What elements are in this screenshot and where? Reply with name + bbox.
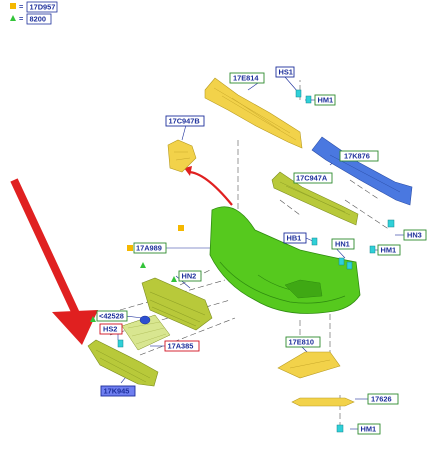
part-label: <42528 (99, 312, 124, 321)
part-label-box (331, 238, 355, 250)
legend-code: 17D957 (30, 3, 56, 12)
part-label: 17626 (371, 395, 392, 404)
bumper-cover-part (209, 206, 361, 314)
part-label: 17A385 (168, 342, 194, 351)
legend: = 17D957 = 8200 (10, 1, 58, 25)
reinforcement-beam-part (311, 136, 413, 206)
clip-icon (305, 95, 312, 104)
clip-icon (311, 237, 318, 246)
emblem-part (139, 315, 151, 325)
part-label-box (133, 242, 167, 254)
lower-grille-part (87, 339, 159, 387)
part-labels: 17E814 HS1 HM1 17C947B 17K876 17C947A HN… (96, 66, 427, 435)
part-label-box (178, 270, 202, 282)
part-label-box-highlighted (100, 385, 136, 397)
upper-grille-part (141, 277, 213, 331)
part-label: 17K876 (344, 152, 370, 161)
clip-icon (369, 245, 376, 254)
part-label: 17C947A (296, 174, 328, 183)
grille-mesh-part (121, 314, 171, 351)
square-marker-icon (127, 245, 133, 251)
clip-icon (117, 339, 124, 348)
clip-icon (387, 219, 395, 228)
fog-lamp-bezel-part (277, 351, 341, 379)
part-label-box (283, 232, 307, 244)
legend-triangle-marker (10, 15, 16, 21)
part-label: HM1 (361, 425, 377, 434)
triangle-marker-icon (140, 262, 146, 268)
legend-code: 8200 (30, 15, 46, 24)
part-label-box (357, 423, 381, 435)
legend-square-marker (10, 3, 16, 9)
part-label: HS2 (103, 325, 117, 334)
red-curved-arrow (184, 166, 233, 206)
part-label-box (99, 323, 123, 335)
part-label: HM1 (381, 246, 397, 255)
clip-icon (336, 424, 344, 433)
part-label: 17C947B (169, 117, 200, 126)
part-label-box (275, 66, 295, 78)
legend-label-box (26, 1, 58, 13)
part-label: 17E814 (233, 74, 259, 83)
part-label: HS1 (279, 68, 293, 77)
upper-absorber-part (204, 77, 303, 149)
part-label: HM1 (318, 96, 334, 105)
part-label: HB1 (287, 234, 302, 243)
square-marker-icon (178, 225, 184, 231)
trim-strip-part (291, 397, 355, 407)
part-label: HN2 (182, 272, 197, 281)
part-label-box (285, 336, 321, 348)
part-label-box (293, 172, 333, 184)
svg-text:=: = (19, 2, 24, 11)
part-label-box (367, 393, 399, 405)
part-label-box (314, 94, 336, 106)
lower-absorber-part (271, 171, 359, 226)
clip-icon (346, 261, 353, 270)
part-label-box (339, 150, 379, 162)
side-bracket-part (167, 139, 197, 173)
red-pointer-arrow (10, 178, 98, 345)
part-label-box (96, 310, 128, 322)
part-label-box (164, 340, 200, 352)
part-label: 17E810 (289, 338, 314, 347)
triangle-marker-icon (171, 276, 177, 282)
legend-label-box (26, 13, 52, 25)
part-label: 17K945 (104, 387, 130, 396)
part-label: HN1 (335, 240, 350, 249)
clip-icon (338, 257, 345, 266)
part-label: HN3 (407, 231, 422, 240)
clip-icon (295, 89, 302, 98)
fasteners (117, 89, 395, 433)
part-label-box (229, 72, 265, 84)
part-label-box (165, 115, 205, 127)
part-label: 17A989 (136, 244, 162, 253)
part-label-box (377, 244, 401, 256)
triangle-marker-icon (90, 316, 96, 322)
part-label-box (403, 229, 427, 241)
svg-text:=: = (19, 14, 24, 23)
